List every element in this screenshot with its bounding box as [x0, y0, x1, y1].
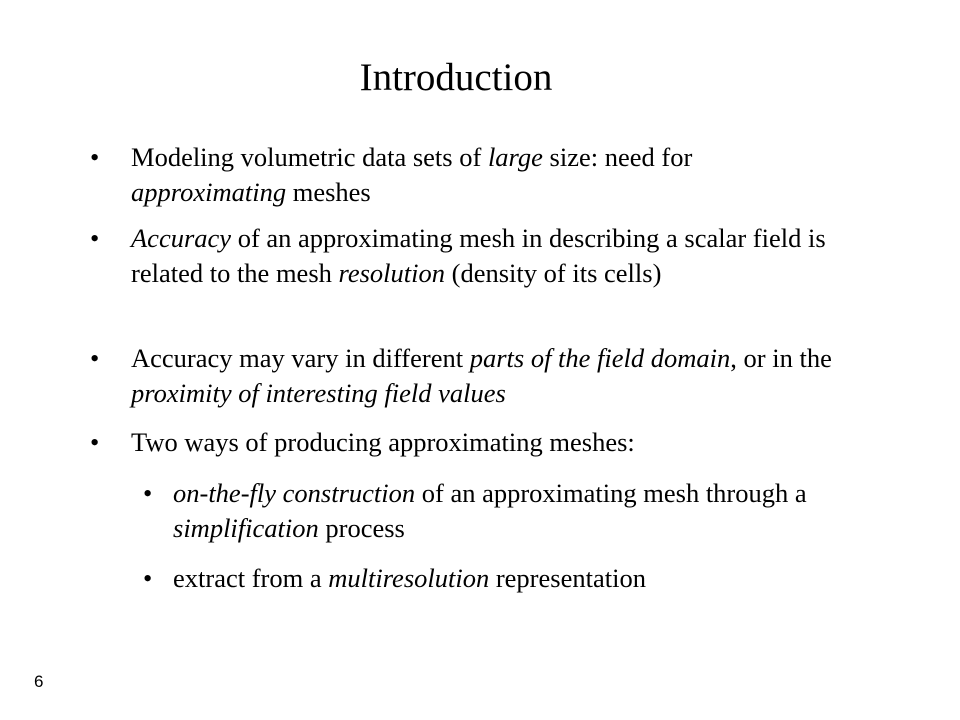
bullet-item-accuracy-vary: • Accuracy may vary in different parts o…: [90, 341, 850, 411]
bullet-text: Accuracy of an approximating mesh in des…: [131, 223, 826, 288]
bullet-item-two-ways: • Two ways of producing approximating me…: [90, 425, 850, 460]
bullet-text: Accuracy may vary in different parts of …: [131, 343, 832, 408]
slide-title: Introduction: [359, 56, 553, 99]
page-number: 6: [34, 672, 44, 691]
bullet-marker: •: [90, 223, 100, 253]
sub-bullet-marker: •: [143, 563, 153, 593]
sub-bullet-item-extract: • extract from a multiresolution represe…: [143, 561, 863, 596]
sub-bullet-item-on-the-fly: • on-the-fly construction of an approxim…: [143, 476, 863, 546]
bullet-item-modeling: • Modeling volumetric data sets of large…: [90, 140, 850, 210]
sub-bullet-text: extract from a multiresolution represent…: [173, 563, 646, 593]
sub-bullet-marker: •: [143, 478, 153, 508]
bullet-marker: •: [90, 343, 100, 373]
sub-bullet-text: on-the-fly construction of an approximat…: [173, 478, 807, 543]
bullet-marker: •: [90, 142, 100, 172]
bullet-item-accuracy: • Accuracy of an approximating mesh in d…: [90, 221, 850, 291]
bullet-text: Two ways of producing approximating mesh…: [131, 427, 635, 457]
bullet-text: Modeling volumetric data sets of large s…: [131, 142, 693, 207]
bullet-marker: •: [90, 427, 100, 457]
